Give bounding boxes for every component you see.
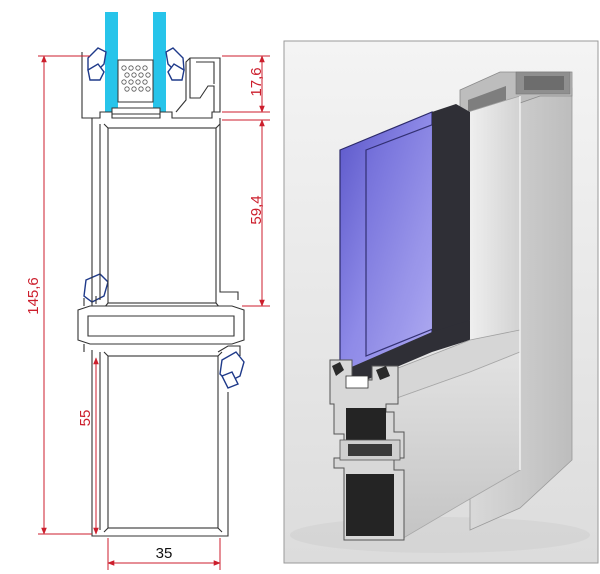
profile-outline: [77, 52, 245, 537]
dimension-width: 35: [156, 545, 173, 562]
technical-drawing: 145,6 17,6 59,4 55 35: [25, 12, 270, 570]
dimension-lower-section: 55: [77, 410, 94, 427]
gaskets: [83, 47, 245, 389]
dimension-total-height: 145,6: [25, 277, 42, 315]
dimension-top-section: 17,6: [248, 67, 265, 96]
top-profile-section: [459, 71, 573, 113]
window-3d-render: [283, 40, 599, 564]
profile-cross-section: [329, 359, 405, 541]
glass-panes: [105, 12, 166, 112]
dimension-lines: [38, 55, 270, 570]
dimension-middle-section: 59,4: [248, 195, 265, 224]
glazing: [339, 104, 470, 386]
spacer-bar: [111, 59, 161, 115]
